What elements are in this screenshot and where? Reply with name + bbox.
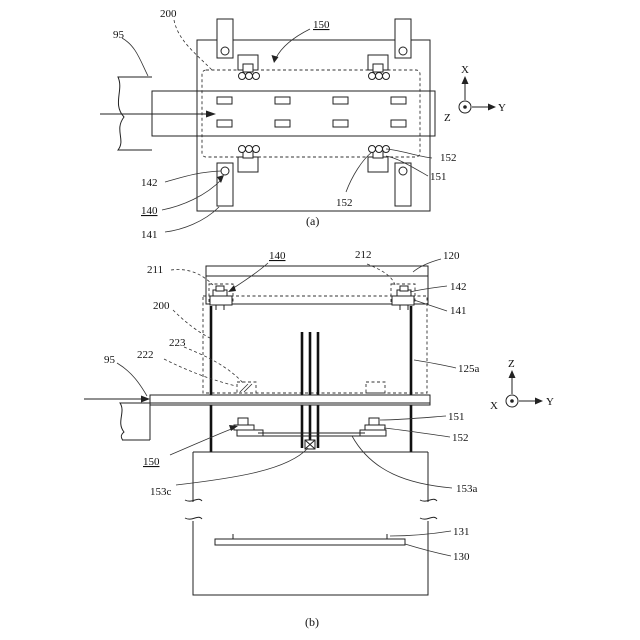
label-95-b: 95 [104,354,116,366]
clamp-bracket-bottom-left [217,163,233,206]
label-130: 130 [453,551,470,563]
leader-223 [184,347,244,384]
base-body [185,452,437,595]
leader-125a [414,360,456,368]
region-200-dashed-b [203,296,427,393]
dashed-item-right [366,382,385,393]
label-151-b: 151 [448,411,465,423]
label-150-b: 150 [143,456,160,468]
clamp-bracket-top-left [217,19,233,58]
lift-unit-bottom-right [368,146,390,173]
label-150-a: 150 [313,19,330,31]
label-95-a: 95 [113,29,125,41]
leader-222 [164,359,236,386]
label-152-top: 152 [440,152,457,164]
lift-unit-top-right [368,55,390,80]
axis-x-a: X [461,64,469,76]
leader-95-a [122,38,148,76]
label-141-a: 141 [141,229,158,241]
label-141-b: 141 [450,305,467,317]
lift-unit-top-left [238,55,260,80]
axis-x-b: X [490,400,498,412]
conveyor-95-b [120,403,150,440]
label-152-bottom: 152 [336,197,353,209]
leader-151-b [380,416,446,420]
label-140-a: 140 [141,205,158,217]
label-223: 223 [169,337,186,349]
label-211: 211 [147,264,163,276]
axis-z-b: Z [508,358,515,370]
lift-unit-bottom-left [238,146,260,173]
label-131: 131 [453,526,470,538]
leader-95-b [117,363,147,396]
axis-indicator-b: Z X Y [490,358,554,412]
coupling-153c [305,440,315,449]
label-142-a: 142 [141,177,158,189]
dashed-item-left [237,382,256,393]
axis-indicator-a: X Y Z [444,64,506,124]
label-212: 212 [355,249,372,261]
break-mark-right [420,499,437,519]
label-125a: 125a [458,363,480,375]
leader-131 [390,531,451,536]
leader-150-b [170,428,234,455]
label-120: 120 [443,250,460,262]
label-200-b: 200 [153,300,170,312]
label-222: 222 [137,349,154,361]
label-142-b: 142 [450,281,467,293]
label-152-b: 152 [452,432,469,444]
clamp-bracket-bottom-right [395,163,411,206]
axis-z-a: Z [444,112,451,124]
leader-152-b [384,428,450,437]
leader-200-b [173,310,210,338]
leader-141-b [414,300,447,311]
caption-a: (a) [306,214,319,228]
panel-a-top-view: 200 150 95 152 151 152 142 140 141 X Y Z… [100,8,506,241]
leader-153a [352,436,452,488]
label-200-a: 200 [160,8,177,20]
axis-y-b: Y [546,396,554,408]
break-mark-left [185,499,202,519]
label-153c: 153c [150,486,172,498]
caption-b: (b) [305,615,319,629]
stage-131 [215,539,405,545]
clamp-bracket-top-right [395,19,411,58]
axis-y-a: Y [498,102,506,114]
label-140-b: 140 [269,250,286,262]
label-153a: 153a [456,483,478,495]
label-151-a: 151 [430,171,447,183]
panel-b-side-view: 140 212 120 211 142 141 200 223 222 125a… [84,249,554,629]
leader-153c [176,448,308,485]
